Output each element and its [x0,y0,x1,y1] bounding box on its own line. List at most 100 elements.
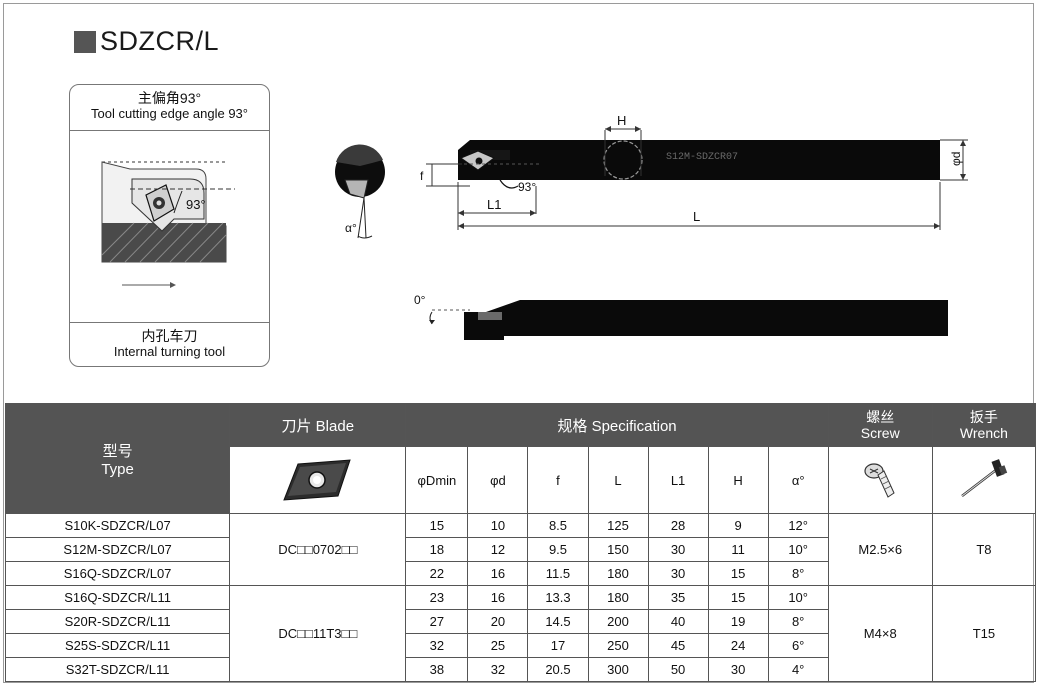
screw-header: 螺丝 Screw [827,403,933,447]
screw-header-cn: 螺丝 [866,409,895,425]
screw-cell: M2.5×6 [827,513,933,586]
cutting-schematic: 93° [101,161,235,288]
spec-cell: 40 [647,609,709,634]
spec-cell: 4° [767,657,829,682]
spec-cell: 20 [467,609,529,634]
spec-cell: 32 [467,657,529,682]
type-cell: S10K-SDZCR/L07 [4,513,231,538]
spec-cell: 8.5 [527,513,589,538]
spec-cell: 19 [707,609,769,634]
screw-icon [864,462,895,498]
spec-cell: 32 [405,633,469,658]
dim-f-label: f [420,169,424,183]
type-header-en: Type [101,460,134,478]
spec-header: 规格 Specification [405,403,829,447]
spec-cell: 11 [707,537,769,562]
table-header-row-1: 型号 Type 刀片 Blade 规格 Specification 螺丝 Scr… [4,403,1037,514]
title-text: SDZCR/L [100,26,220,56]
spec-cell: 12 [467,537,529,562]
wrench-cell: T8 [931,513,1037,586]
spec-cell: 125 [587,513,649,538]
box-angle-label: 93° [186,197,206,212]
bar-marking: S12M-SDZCR07 [666,152,738,163]
wrench-header: 扳手 Wrench [931,403,1037,447]
screw-header-en: Screw [860,425,900,441]
type-cell: S16Q-SDZCR/L07 [4,561,231,586]
wrench-header-en: Wrench [959,425,1008,441]
col-header-alpha: α° [767,446,829,514]
blade-header: 刀片 Blade [229,403,407,447]
spec-cell: 18 [405,537,469,562]
page-frame [3,3,1034,683]
spec-cell: 22 [405,561,469,586]
col-header-L: L [587,446,649,514]
spec-cell: 24 [707,633,769,658]
spec-cell: 25 [467,633,529,658]
wrench-image [931,446,1037,514]
dim-d-label: φd [949,152,963,166]
spec-cell: 11.5 [527,561,589,586]
blade-cell: DC□□11T3□□ [229,585,407,682]
box-title-en: Tool cutting edge angle 93° [91,106,248,121]
box-footer-en: Internal turning tool [113,344,226,359]
spec-cell: 15 [707,585,769,610]
type-cell: S20R-SDZCR/L11 [4,609,231,634]
spec-cell: 8° [767,609,829,634]
spec-cell: 180 [587,561,649,586]
spec-cell: 250 [587,633,649,658]
spec-cell: 27 [405,609,469,634]
spec-cell: 10 [467,513,529,538]
spec-cell: 38 [405,657,469,682]
blade-insert-image [229,446,407,514]
type-cell: S16Q-SDZCR/L11 [4,585,231,610]
spec-table: 型号 Type 刀片 Blade 规格 Specification 螺丝 Scr… [4,403,1037,682]
col-header-dmin: φDmin [405,446,469,514]
spec-cell: 200 [587,609,649,634]
side-view-bottom: 0° [414,293,948,340]
product-title: SDZCR/L [74,26,219,57]
col-header-f: f [527,446,589,514]
spec-cell: 17 [527,633,589,658]
type-cell: S25S-SDZCR/L11 [4,633,231,658]
box-footer-cn: 内孔车刀 [141,328,198,344]
spec-cell: 12° [767,513,829,538]
col-header-L1: L1 [647,446,709,514]
screw-cell: M4×8 [827,585,933,682]
wrench-header-cn: 扳手 [969,409,998,425]
box-header: 主偏角93° Tool cutting edge angle 93° [70,85,269,131]
spec-cell: 10° [767,537,829,562]
angle-0-label: 0° [414,293,426,307]
cutting-angle-box: 主偏角93° Tool cutting edge angle 93° 93° 内… [69,84,270,367]
blade-cell: DC□□0702□□ [229,513,407,586]
dim-H-label: H [617,113,626,128]
spec-cell: 28 [647,513,709,538]
wrench-cell: T15 [931,585,1037,682]
spec-cell: 30 [707,657,769,682]
spec-cell: 15 [405,513,469,538]
spec-cell: 13.3 [527,585,589,610]
spec-cell: 10° [767,585,829,610]
col-header-d: φd [467,446,529,514]
spec-cell: 45 [647,633,709,658]
spec-cell: 16 [467,561,529,586]
spec-cell: 30 [647,537,709,562]
spec-cell: 9.5 [527,537,589,562]
spec-cell: 15 [707,561,769,586]
col-header-H: H [707,446,769,514]
spec-cell: 14.5 [527,609,589,634]
spec-cell: 20.5 [527,657,589,682]
title-square-icon [74,30,96,53]
spec-cell: 300 [587,657,649,682]
box-footer: 内孔车刀 Internal turning tool [70,322,269,366]
type-cell: S32T-SDZCR/L11 [4,657,231,682]
alpha-label: α° [345,221,357,235]
spec-cell: 6° [767,633,829,658]
spec-cell: 180 [587,585,649,610]
table-header-row-2: φDmin φd f L L1 H α° [6,446,1037,514]
dim-L1-label: L1 [487,197,501,212]
spec-cell: 9 [707,513,769,538]
spec-cell: 16 [467,585,529,610]
